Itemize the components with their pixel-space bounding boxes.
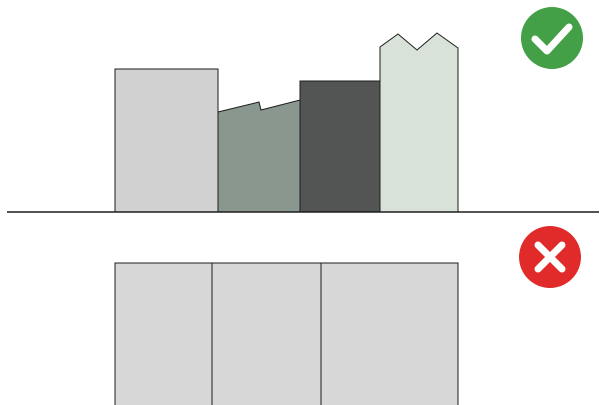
x-mark [534, 241, 566, 273]
building-4 [379, 32, 459, 213]
check-circle-icon [521, 7, 583, 69]
incorrect-example-group [114, 226, 581, 405]
check-mark [531, 23, 573, 55]
building-1 [114, 68, 219, 213]
check-circle-background [521, 7, 583, 69]
building-2 [217, 99, 301, 213]
correct-example-group [114, 7, 583, 213]
building-3 [299, 80, 381, 213]
uniform-block-outline [114, 262, 459, 405]
x-circle-icon [519, 226, 581, 288]
